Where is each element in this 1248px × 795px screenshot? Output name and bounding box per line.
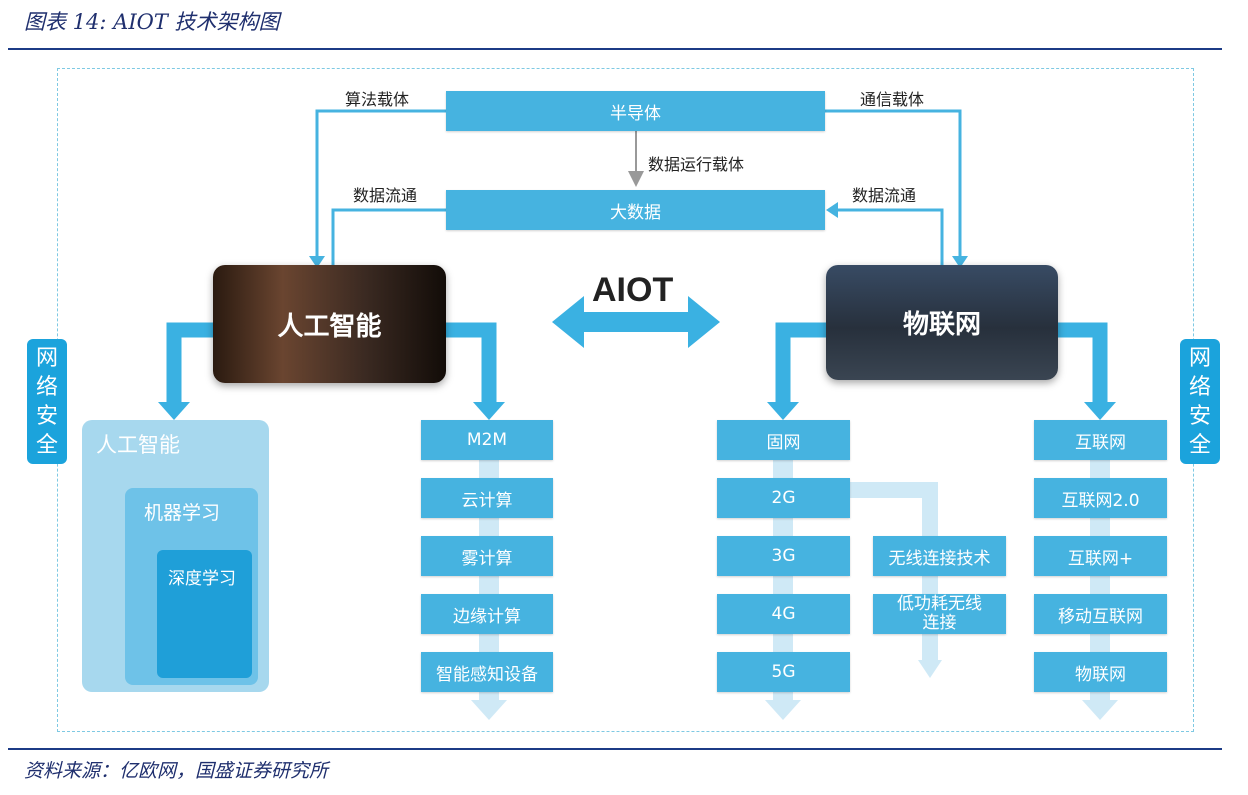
ai-left-branch [166, 322, 214, 405]
dataflow-right-line [834, 208, 944, 265]
comm-carrier-line [825, 109, 962, 262]
ai-nested-inner-label: 深度学习 [168, 569, 236, 589]
aiot-label: AIOT [592, 271, 674, 309]
caption-source: 资料来源：亿欧网，国盛证券研究所 [24, 760, 329, 782]
caption-title: 图表 14: AIOT 技术架构图 [24, 10, 280, 34]
ai-tech-m2m: M2M [421, 420, 553, 460]
ai-tech-sensing: 智能感知设备 [421, 652, 553, 692]
iot-low-power: 低功耗无线连接 [873, 594, 1006, 634]
dataflow-right-label: 数据流通 [852, 186, 917, 205]
ai-tech-fog: 雾计算 [421, 536, 553, 576]
security-left: 网络安全 [27, 339, 67, 464]
iot-3g: 3G [717, 536, 850, 576]
iot-5g: 5G [717, 652, 850, 692]
iot-left-branch [775, 322, 826, 405]
semiconductor-box: 半导体 [446, 91, 825, 131]
iot-right-branch [1058, 322, 1108, 405]
ai-photo-panel: 人工智能 [213, 265, 446, 383]
ai-right-branch [446, 322, 497, 405]
iot-title: 物联网 [902, 310, 981, 340]
data-run-carrier-label: 数据运行载体 [648, 155, 745, 174]
algo-carrier-label: 算法载体 [345, 90, 410, 109]
dataflow-left-label: 数据流通 [353, 186, 418, 205]
aiot-double-arrow [552, 296, 720, 348]
bigdata-box: 大数据 [446, 190, 825, 230]
ai-title: 人工智能 [277, 311, 382, 342]
ai-tech-edge: 边缘计算 [421, 594, 553, 634]
iot-wireless: 无线连接技术 [873, 536, 1006, 576]
iot-mobile-internet: 移动互联网 [1034, 594, 1167, 634]
iot-internet: 互联网 [1034, 420, 1167, 460]
comm-carrier-label: 通信载体 [860, 90, 925, 109]
ai-nested-middle-label: 机器学习 [144, 502, 221, 524]
dataflow-left-line [331, 208, 446, 265]
iot-iot: 物联网 [1034, 652, 1167, 692]
ai-tech-cloud: 云计算 [421, 478, 553, 518]
iot-4g: 4G [717, 594, 850, 634]
iot-2g: 2G [717, 478, 850, 518]
iot-photo-panel: 物联网 [826, 265, 1058, 380]
iot-internet-2: 互联网2.0 [1034, 478, 1167, 518]
ai-nested-outer-label: 人工智能 [96, 433, 180, 457]
security-right: 网络安全 [1180, 339, 1220, 464]
algo-carrier-line [315, 109, 446, 262]
caption-rule-top [8, 48, 1222, 50]
caption-rule-bottom [8, 748, 1222, 750]
iot-internet-plus: 互联网+ [1034, 536, 1167, 576]
ai-nested-inner [157, 550, 252, 678]
iot-fixed-net: 固网 [717, 420, 850, 460]
